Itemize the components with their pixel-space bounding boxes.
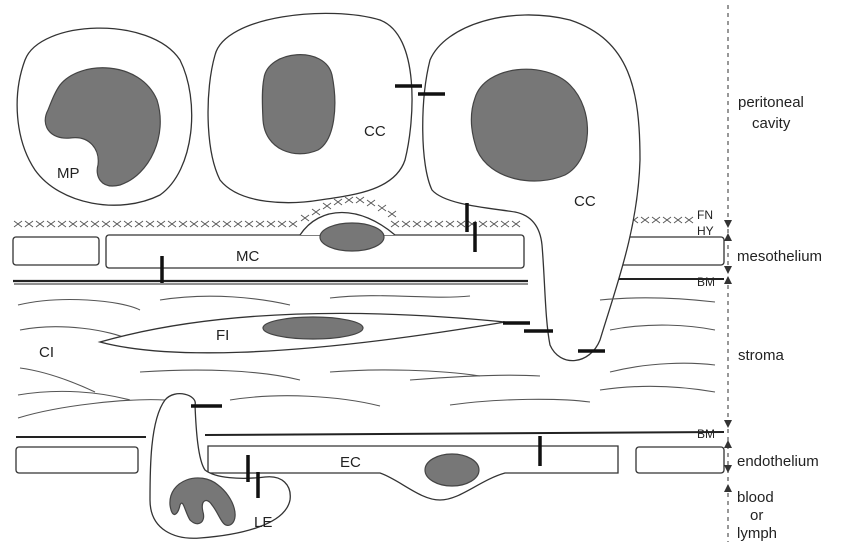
label-or: or — [750, 507, 763, 524]
cross-mark — [47, 221, 55, 227]
cross-mark — [69, 221, 77, 227]
mesothelial-cell-right — [620, 237, 724, 265]
endothelial-cell-right — [636, 447, 724, 473]
cross-mark — [512, 221, 520, 227]
cross-mark — [663, 217, 671, 223]
cross-mark — [388, 211, 396, 217]
cross-mark — [501, 221, 509, 227]
cross-mark — [413, 221, 421, 227]
cross-mark — [301, 215, 309, 221]
label-peritoneal: peritoneal — [738, 94, 804, 111]
cross-mark — [685, 217, 693, 223]
cross-mark — [641, 217, 649, 223]
cross-mark — [245, 221, 253, 227]
cross-mark — [424, 221, 432, 227]
cross-mark — [378, 205, 386, 211]
invading-cell-nucleus — [471, 69, 587, 181]
cross-mark — [14, 221, 22, 227]
endothelial-nucleus — [425, 454, 479, 486]
mesothelial-cell — [106, 235, 524, 268]
cross-mark — [102, 221, 110, 227]
cross-mark — [367, 200, 375, 206]
label-blood: blood — [737, 489, 774, 506]
cancer-cell-invading — [423, 15, 640, 361]
cross-mark — [113, 221, 121, 227]
label-cavity: cavity — [752, 115, 791, 132]
cross-mark — [168, 221, 176, 227]
label-cancer-cell-round: CC — [364, 123, 386, 140]
label-mesothelium: mesothelium — [737, 248, 822, 265]
layer-arrows — [724, 220, 732, 492]
mesothelial-cell-left — [13, 237, 99, 265]
label-bm-bottom: BM — [697, 427, 715, 441]
label-mesothelial-cell: MC — [236, 248, 259, 265]
endothelial-cell-left — [16, 447, 138, 473]
label-cancer-cell-invading: CC — [574, 193, 596, 210]
cross-mark — [36, 221, 44, 227]
cross-mark — [201, 221, 209, 227]
label-leukocyte: LE — [254, 514, 272, 531]
cross-mark — [278, 221, 286, 227]
cross-mark — [58, 221, 66, 227]
cross-mark — [212, 221, 220, 227]
cross-mark — [402, 221, 410, 227]
label-endothelial-cell: EC — [340, 454, 361, 471]
label-fibronectin: FN — [697, 208, 713, 222]
cross-mark — [674, 217, 682, 223]
cross-mark — [223, 221, 231, 227]
cross-mark — [345, 197, 353, 203]
cross-mark — [356, 197, 364, 203]
cross-mark — [135, 221, 143, 227]
cross-mark — [234, 221, 242, 227]
cross-mark — [91, 221, 99, 227]
cross-mark — [124, 221, 132, 227]
cross-mark — [190, 221, 198, 227]
label-collagen: CI — [39, 344, 54, 361]
cross-mark — [457, 221, 465, 227]
cross-mark — [256, 221, 264, 227]
cross-mark — [323, 203, 331, 209]
cross-mark — [25, 221, 33, 227]
label-stroma: stroma — [738, 347, 785, 364]
cross-mark — [179, 221, 187, 227]
cross-mark — [312, 209, 320, 215]
label-endothelium: endothelium — [737, 453, 819, 470]
cross-mark — [80, 221, 88, 227]
cross-mark — [490, 221, 498, 227]
cross-mark — [267, 221, 275, 227]
label-bm-top: BM — [697, 275, 715, 289]
cross-mark — [334, 199, 342, 205]
cross-mark — [435, 221, 443, 227]
label-fibroblast: FI — [216, 327, 229, 344]
label-hyaluronan: HY — [697, 224, 714, 238]
cross-mark — [479, 221, 487, 227]
cross-mark — [652, 217, 660, 223]
cross-mark — [157, 221, 165, 227]
cross-mark — [446, 221, 454, 227]
cross-mark — [391, 221, 399, 227]
mesothelial-nucleus — [320, 223, 384, 251]
cross-mark — [289, 221, 297, 227]
label-lymph: lymph — [737, 525, 777, 542]
cross-mark — [146, 221, 154, 227]
fibroblast-nucleus — [263, 317, 363, 339]
cancer-cell-nucleus — [262, 55, 334, 154]
label-macrophage: MP — [57, 165, 80, 182]
